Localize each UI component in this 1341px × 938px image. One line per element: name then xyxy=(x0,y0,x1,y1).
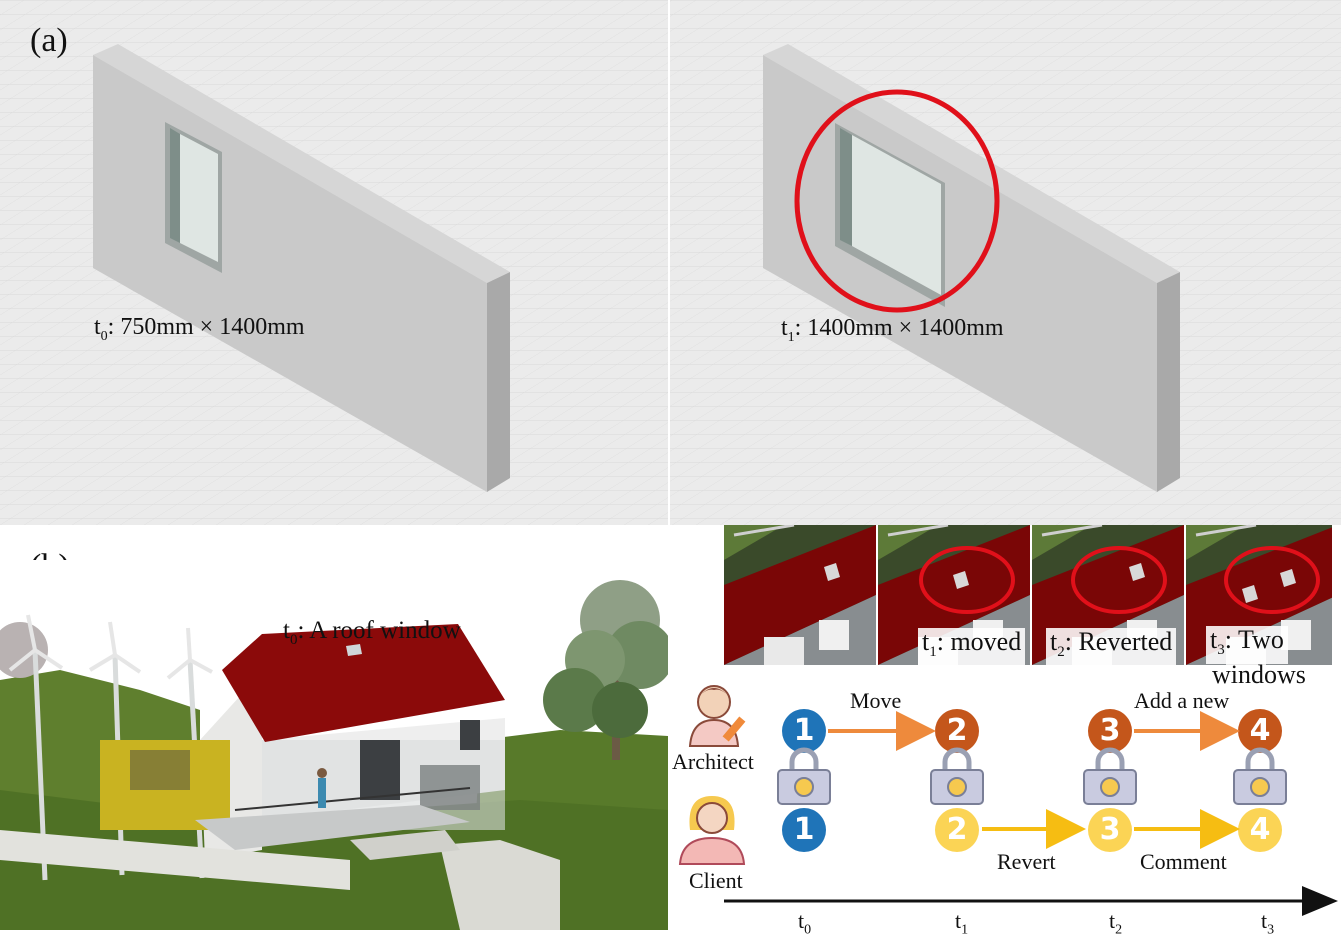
caption-roof-window: t0: A roof window xyxy=(283,617,461,648)
client-avatar-icon xyxy=(678,796,746,865)
role-architect-label: Architect xyxy=(672,749,754,774)
timeline-tick-t1: t1 xyxy=(955,908,969,938)
wall-model-t1 xyxy=(763,44,1180,492)
lock-icon-t2 xyxy=(1084,750,1136,804)
thumbnail-t3 xyxy=(1184,525,1332,665)
caption-t1-dimensions: t1: 1400mm × 1400mm xyxy=(781,315,1004,345)
lock-icon-t3 xyxy=(1234,750,1286,804)
thumbnail-t1 xyxy=(876,525,1032,665)
action-move-label: Move xyxy=(850,688,902,713)
client-step-1: 1 xyxy=(782,808,826,852)
thumbnail-caption-t1: t1: moved xyxy=(918,628,1026,667)
timeline-tick-t3: t3 xyxy=(1261,908,1275,938)
action-comment-label: Comment xyxy=(1140,849,1227,874)
thumbnail-caption-t3-line2: windows xyxy=(1212,660,1306,689)
roof-window xyxy=(346,644,362,656)
wall-model-t0 xyxy=(93,44,510,492)
architect-avatar-icon xyxy=(688,685,746,747)
workflow-graphics xyxy=(724,711,1338,916)
architect-step-4: 4 xyxy=(1238,709,1282,753)
panel-a-tag: (a) xyxy=(30,22,68,59)
role-client-label: Client xyxy=(689,868,743,893)
architect-step-3: 3 xyxy=(1088,709,1132,753)
red-roof xyxy=(222,624,505,742)
caption-t0-dimensions: t0: 750mm × 1400mm xyxy=(94,314,305,344)
tree-right xyxy=(543,580,668,760)
timeline-tick-t0: t0 xyxy=(798,908,812,938)
action-add-label: Add a new xyxy=(1134,688,1230,713)
thumbnail-t0 xyxy=(724,525,878,665)
client-step-3: 3 xyxy=(1088,808,1132,852)
lock-icon-t1 xyxy=(931,750,983,804)
lock-icon-t0 xyxy=(778,750,830,804)
architect-step-1: 1 xyxy=(782,709,826,753)
change-highlight-circle xyxy=(794,89,1000,313)
thumbnail-caption-t2: t2: Reverted xyxy=(1046,628,1177,667)
house-render xyxy=(0,560,668,930)
client-step-2: 2 xyxy=(935,808,979,852)
panel-a-background xyxy=(0,0,1341,525)
action-revert-label: Revert xyxy=(997,849,1056,874)
roof-thumbnails xyxy=(724,525,1332,665)
architect-step-2: 2 xyxy=(935,709,979,753)
thumbnail-caption-t3: t3: Two xyxy=(1206,626,1288,665)
thumbnail-t2 xyxy=(1030,525,1186,665)
client-step-4: 4 xyxy=(1238,808,1282,852)
timeline-tick-t2: t2 xyxy=(1109,908,1123,938)
